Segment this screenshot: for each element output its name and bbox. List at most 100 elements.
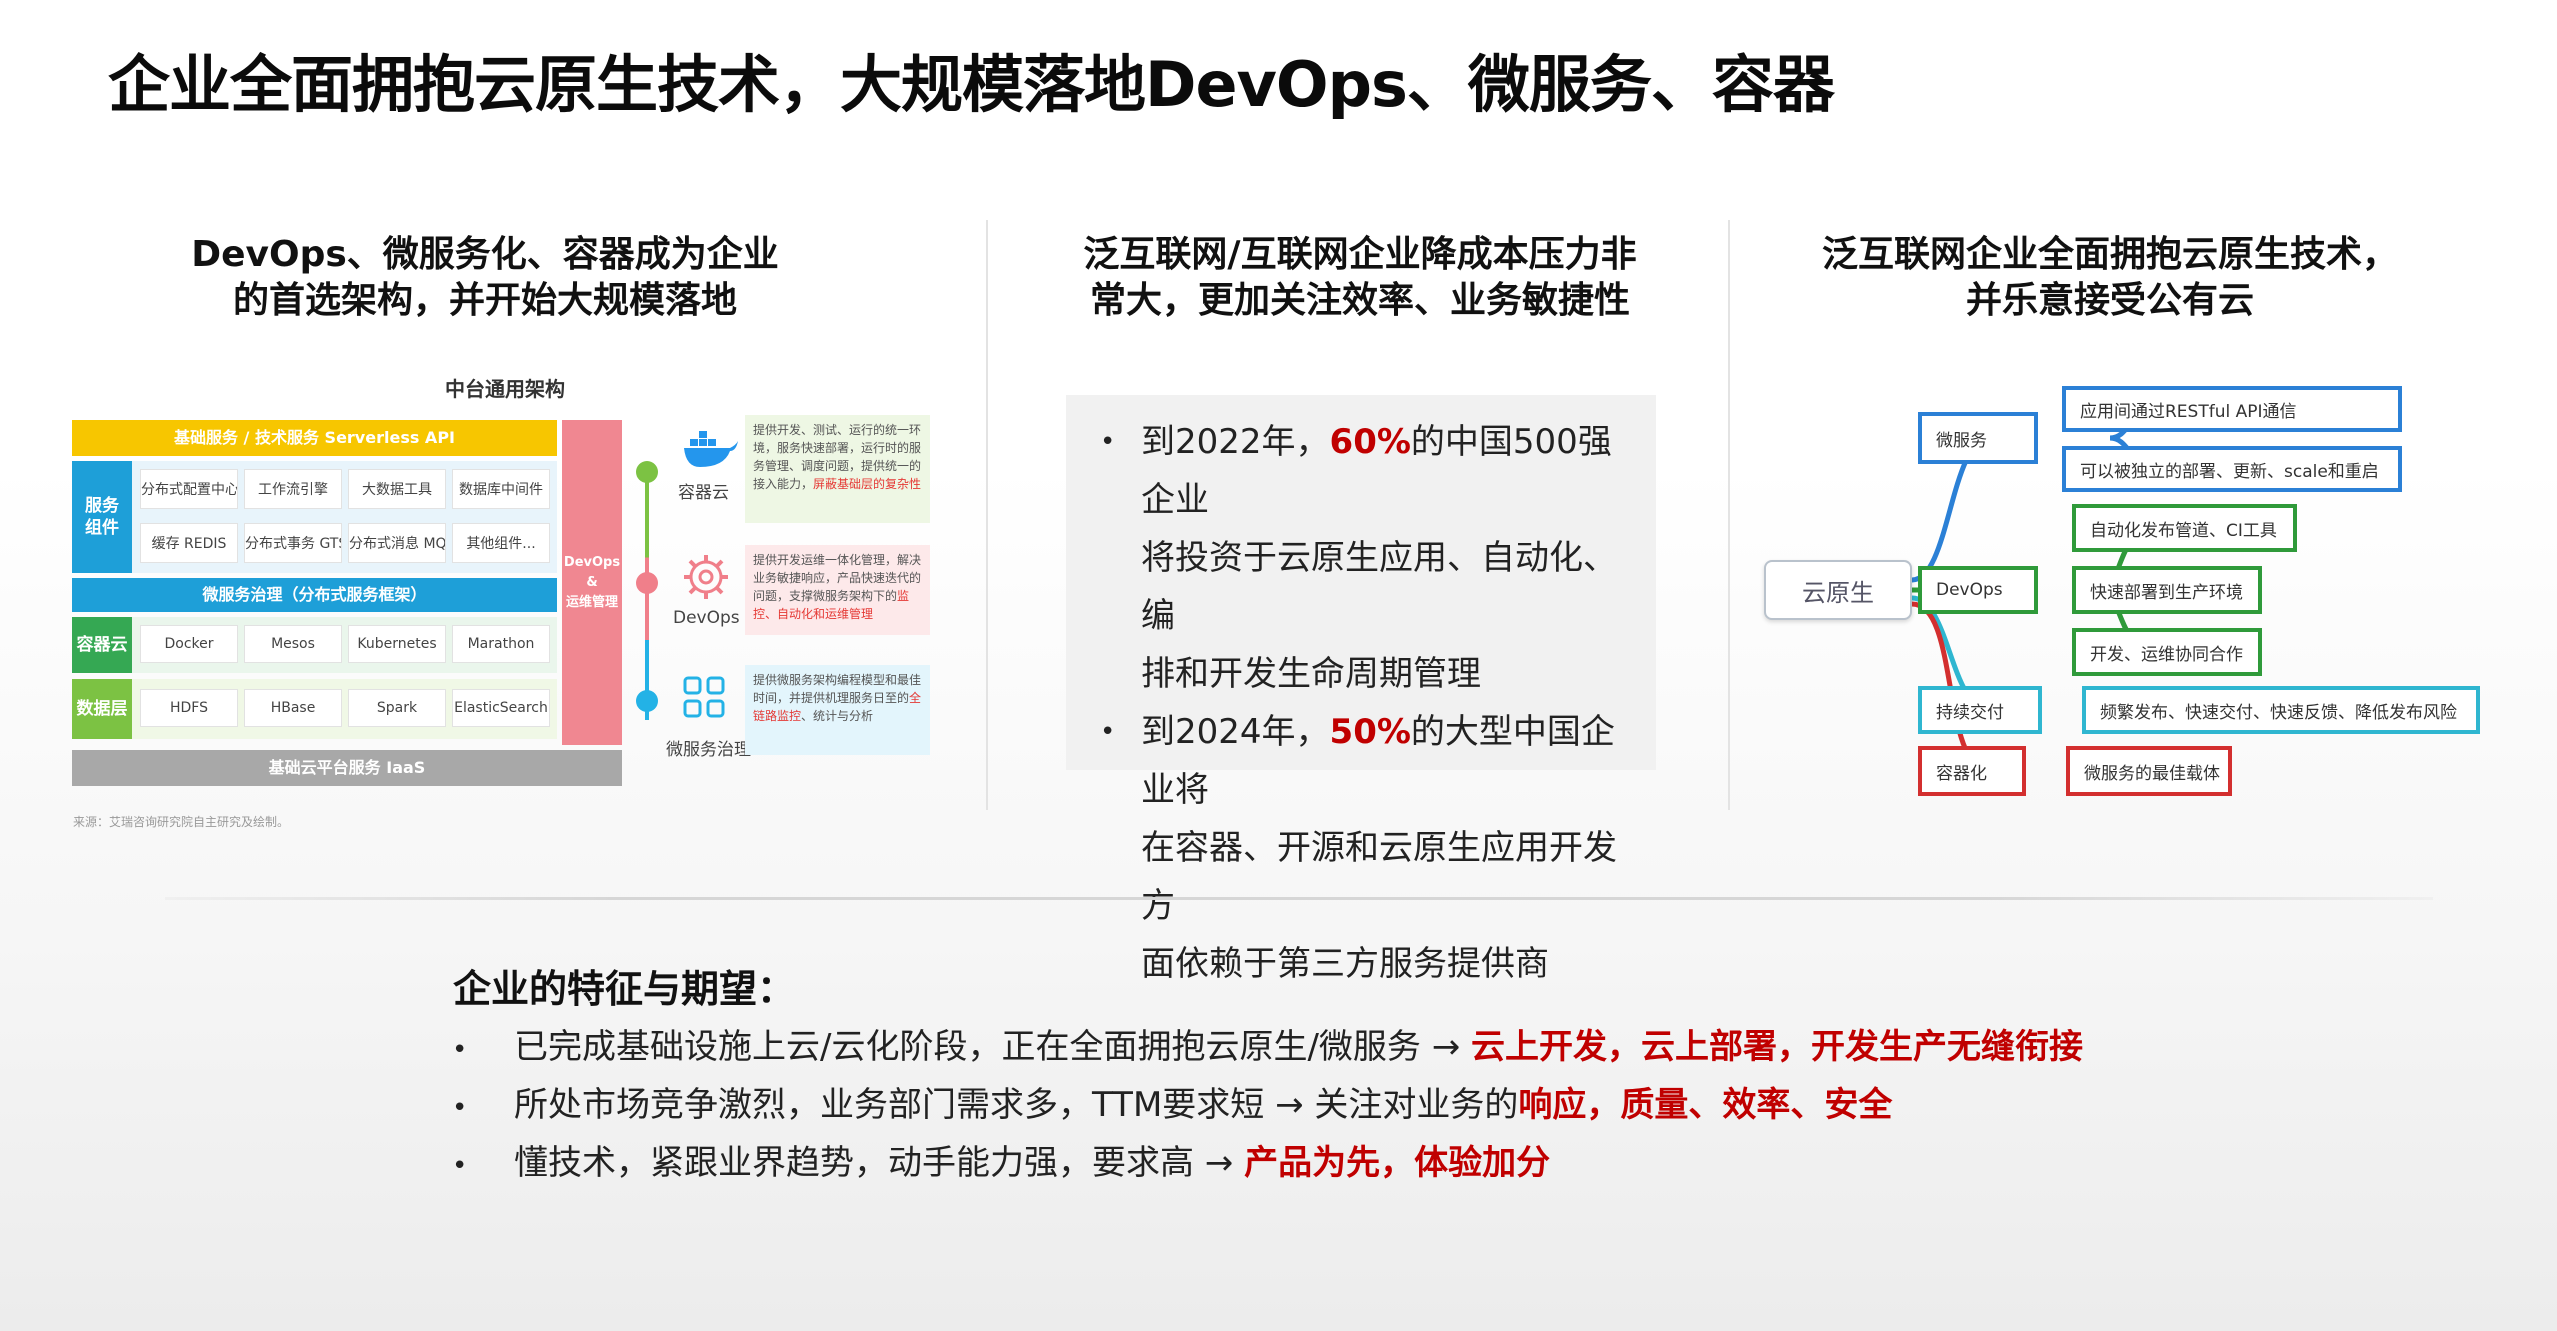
- column-title-1-line1: DevOps、微服务化、容器成为企业: [191, 234, 779, 275]
- data-cell: ElasticSearch: [452, 689, 550, 727]
- column-divider: [1728, 220, 1730, 810]
- docker-whale-icon: [684, 431, 738, 467]
- branch-continuous-delivery: 持续交付: [1918, 686, 2042, 734]
- desc-devops: 提供开发运维一体化管理，解决业务敏捷响应，产品快速迭代的问题，支撑微服务架构下的…: [745, 545, 930, 635]
- leaf-node: 微服务的最佳载体: [2066, 746, 2232, 796]
- stat-highlight: 50%: [1329, 712, 1411, 752]
- timeline-dot: [636, 572, 658, 594]
- bottom-bar: 基础云平台服务 IaaS: [72, 750, 622, 786]
- stat-text: 将投资于云原生应用、自动化、编: [1141, 538, 1617, 636]
- leaf-node: 开发、运维协同合作: [2072, 628, 2262, 676]
- service-cell: 工作流引擎: [244, 469, 342, 509]
- stat-text: 在容器、开源和云原生应用开发方: [1141, 828, 1617, 926]
- devops-pillar: DevOps & 运维管理: [562, 420, 622, 745]
- grid-squares-icon: [683, 676, 725, 718]
- leaf-node: 频繁发布、快速交付、快速反馈、降低发布风险: [2082, 686, 2480, 734]
- bullet-highlight: 云上开发，云上部署，开发生产无缝衔接: [1471, 1027, 2084, 1067]
- service-cell: 数据库中间件: [452, 469, 550, 509]
- stat-text: 的大型中国企业将: [1141, 712, 1615, 810]
- leaf-node: 自动化发布管道、CI工具: [2072, 504, 2297, 552]
- service-cell: 大数据工具: [348, 469, 446, 509]
- service-cell: 分布式配置中心: [140, 469, 238, 509]
- section-divider: [165, 897, 2433, 900]
- container-cell: Marathon: [452, 625, 550, 663]
- stat-text: 的中国500强企业: [1141, 422, 1612, 520]
- data-layer-side: 数据层: [72, 679, 132, 739]
- desc-microservice: 提供微服务架构编程模型和最佳时间，并提供机理服务日至的全链路监控、统计与分析: [745, 665, 930, 755]
- architecture-diagram: 中台通用架构 基础服务 / 技术服务 Serverless API 服务 组件 …: [70, 365, 940, 835]
- stat-item: • 到2022年，60%的中国500强企业 将投资于云原生应用、自动化、编 排和…: [1086, 413, 1636, 703]
- top-bar: 基础服务 / 技术服务 Serverless API: [72, 420, 557, 456]
- column-title-3: 泛互联网企业全面拥抱云原生技术， 并乐意接受公有云: [1800, 232, 2420, 324]
- container-cloud-side: 容器云: [72, 617, 132, 673]
- service-components-side: 服务 组件: [72, 461, 132, 573]
- service-cell: 其他组件...: [452, 523, 550, 563]
- column-title-2: 泛互联网/互联网企业降成本压力非 常大，更加关注效率、业务敏捷性: [1050, 232, 1670, 324]
- timeline-dot: [636, 690, 658, 712]
- leaf-node: 应用间通过RESTful API通信: [2062, 386, 2402, 432]
- column-divider: [986, 220, 988, 810]
- data-cell: Spark: [348, 689, 446, 727]
- column-title-2-line2: 常大，更加关注效率、业务敏捷性: [1089, 280, 1630, 321]
- leaf-node: 快速部署到生产环境: [2072, 566, 2262, 614]
- bullet: •: [1100, 717, 1116, 747]
- desc-highlight: 屏蔽基础层的复杂性: [813, 477, 922, 491]
- column-title-2-line1: 泛互联网/互联网企业降成本压力非: [1083, 234, 1637, 275]
- branch-containerization: 容器化: [1918, 746, 2026, 796]
- container-cell: Docker: [140, 625, 238, 663]
- column-title-1: DevOps、微服务化、容器成为企业 的首选架构，并开始大规模落地: [175, 232, 795, 324]
- bottom-bullet-line: • 所处市场竞争激烈，业务部门需求多，TTM要求短 → 关注对业务的响应，质量、效…: [452, 1080, 1892, 1133]
- source-note: 来源：艾瑞咨询研究院自主研究及绘制。: [73, 815, 290, 829]
- bullet-text: 懂技术，紧跟业界趋势，动手能力强，要求高 →: [514, 1143, 1245, 1183]
- column-title-3-line2: 并乐意接受公有云: [1965, 280, 2254, 321]
- stat-item: • 到2024年，50%的大型中国企业将 在容器、开源和云原生应用开发方 面依赖…: [1086, 703, 1636, 993]
- data-cell: HBase: [244, 689, 342, 727]
- service-cell: 分布式消息 MQ: [348, 523, 446, 563]
- column-title-1-line2: 的首选架构，并开始大规模落地: [232, 280, 737, 321]
- mindmap-root: 云原生: [1764, 560, 1912, 620]
- cloud-native-mindmap: 云原生 微服务 应用间通过RESTful API通信 可以被独立的部署、更新、s…: [1750, 370, 2490, 810]
- stat-text: 到2024年，: [1141, 712, 1330, 752]
- bullet: •: [1100, 427, 1116, 457]
- stat-text: 面依赖于第三方服务提供商: [1141, 944, 1549, 984]
- service-cell: 缓存 REDIS: [140, 523, 238, 563]
- bottom-section-title: 企业的特征与期望：: [453, 967, 796, 1011]
- leaf-node: 可以被独立的部署、更新、scale和重启: [2062, 446, 2402, 492]
- data-cell: HDFS: [140, 689, 238, 727]
- bottom-bullet-line: • 懂技术，紧跟业界趋势，动手能力强，要求高 → 产品为先，体验加分: [452, 1138, 1550, 1191]
- branch-microservice: 微服务: [1918, 412, 2038, 464]
- bullet-highlight: 响应，质量、效率、安全: [1518, 1085, 1893, 1125]
- bullet: •: [452, 1093, 468, 1123]
- container-cell: Mesos: [244, 625, 342, 663]
- desc-text: 、统计与分析: [801, 709, 874, 723]
- desc-container: 提供开发、测试、运行的统一环境，服务快速部署，运行时的服务管理、调度问题，提供统…: [745, 415, 930, 523]
- icon-label: DevOps: [673, 608, 740, 628]
- stat-text: 到2022年，: [1141, 422, 1330, 462]
- container-cell: Kubernetes: [348, 625, 446, 663]
- bullet: •: [452, 1151, 468, 1181]
- governance-bar: 微服务治理（分布式服务框架）: [72, 578, 557, 612]
- bullet-text: 已完成基础设施上云/云化阶段，正在全面拥抱云原生/微服务 →: [514, 1027, 1472, 1067]
- desc-text: 提供微服务架构编程模型和最佳时间，并提供机理服务日至的: [753, 673, 922, 705]
- page-title: 企业全面拥抱云原生技术，大规模落地DevOps、微服务、容器: [108, 48, 1835, 121]
- stats-box: • 到2022年，60%的中国500强企业 将投资于云原生应用、自动化、编 排和…: [1066, 395, 1656, 984]
- column-title-3-line1: 泛互联网企业全面拥抱云原生技术，: [1821, 234, 2398, 275]
- desc-highlight: 监控、自动化和运维管理: [753, 589, 910, 621]
- bullet: •: [452, 1035, 468, 1065]
- icon-label: 微服务治理: [666, 740, 751, 760]
- icon-label: 容器云: [678, 483, 729, 503]
- branch-devops: DevOps: [1918, 566, 2038, 614]
- desc-text: 提供开发运维一体化管理，解决业务敏捷响应，产品快速迭代的问题，支撑微服务架构下的: [753, 553, 922, 603]
- bottom-bullet-line: • 已完成基础设施上云/云化阶段，正在全面拥抱云原生/微服务 → 云上开发，云上部…: [452, 1022, 2083, 1075]
- stat-highlight: 60%: [1329, 422, 1411, 462]
- desc-highlight: 全链路监控: [753, 691, 922, 723]
- desc-text: 提供开发、测试、运行的统一环境，服务快速部署，运行时的服务管理、调度问题，提供统…: [753, 423, 922, 491]
- diagram-title: 中台通用架构: [445, 377, 565, 401]
- bullet-text: 所处市场竞争激烈，业务部门需求多，TTM要求短 → 关注对业务的: [514, 1085, 1519, 1125]
- timeline-dot: [636, 461, 658, 483]
- stat-text: 排和开发生命周期管理: [1141, 654, 1481, 694]
- gear-icon: [684, 555, 728, 599]
- bullet-highlight: 产品为先，体验加分: [1244, 1143, 1551, 1183]
- timeline-line: [645, 470, 649, 720]
- service-cell: 分布式事务 GTS: [244, 523, 342, 563]
